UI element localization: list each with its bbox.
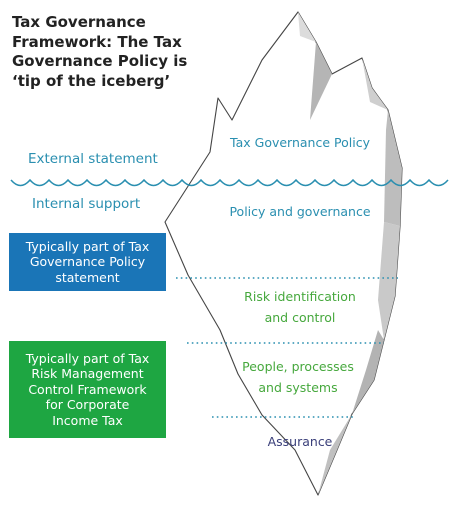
box-line: Risk Management: [31, 366, 144, 382]
box-line: Income Tax: [52, 412, 123, 428]
risk-framework-box: Typically part of Tax Risk Management Co…: [9, 341, 166, 438]
governance-policy-box: Typically part of Tax Governance Policy …: [9, 233, 166, 291]
title-line: Tax Governance: [12, 13, 146, 31]
waterline-waves: [10, 178, 449, 187]
layer-policy-governance: Policy and governance: [229, 204, 371, 219]
layer-people-processes: People, processes and systems: [218, 358, 378, 396]
box-line: Governance Policy: [29, 254, 146, 270]
layer-line: People, processes: [242, 359, 354, 374]
box-line: statement: [55, 269, 120, 285]
iceberg-facet-bottom: [318, 414, 352, 495]
box-line: for Corporate: [45, 397, 130, 413]
diagram-title: Tax Governance Framework: The Tax Govern…: [12, 13, 202, 91]
title-line: ‘tip of the iceberg’: [12, 71, 171, 90]
iceberg-facet-right-peak: [362, 58, 388, 110]
iceberg-facet-top: [298, 12, 316, 42]
iceberg-facet-peak: [310, 42, 332, 120]
iceberg-facet-right-middle: [378, 222, 400, 340]
layer-line: Risk identification: [244, 289, 356, 304]
box-line: Typically part of Tax: [25, 238, 150, 254]
iceberg-facet-right-upper: [384, 110, 402, 226]
box-line: Control Framework: [28, 381, 147, 397]
iceberg-facet-right-lower: [352, 330, 384, 414]
layer-tax-governance-policy: Tax Governance Policy: [230, 135, 370, 150]
layer-assurance: Assurance: [267, 434, 333, 449]
title-line: Governance Policy is: [12, 52, 188, 70]
box-line: Typically part of Tax: [25, 350, 150, 366]
title-line: Framework: The Tax: [12, 32, 182, 51]
external-statement-label: External statement: [28, 151, 158, 167]
layer-line: and systems: [258, 380, 338, 395]
internal-support-label: Internal support: [32, 196, 141, 212]
layer-line: and control: [264, 310, 336, 325]
layer-risk-identification: Risk identification and control: [220, 288, 380, 326]
